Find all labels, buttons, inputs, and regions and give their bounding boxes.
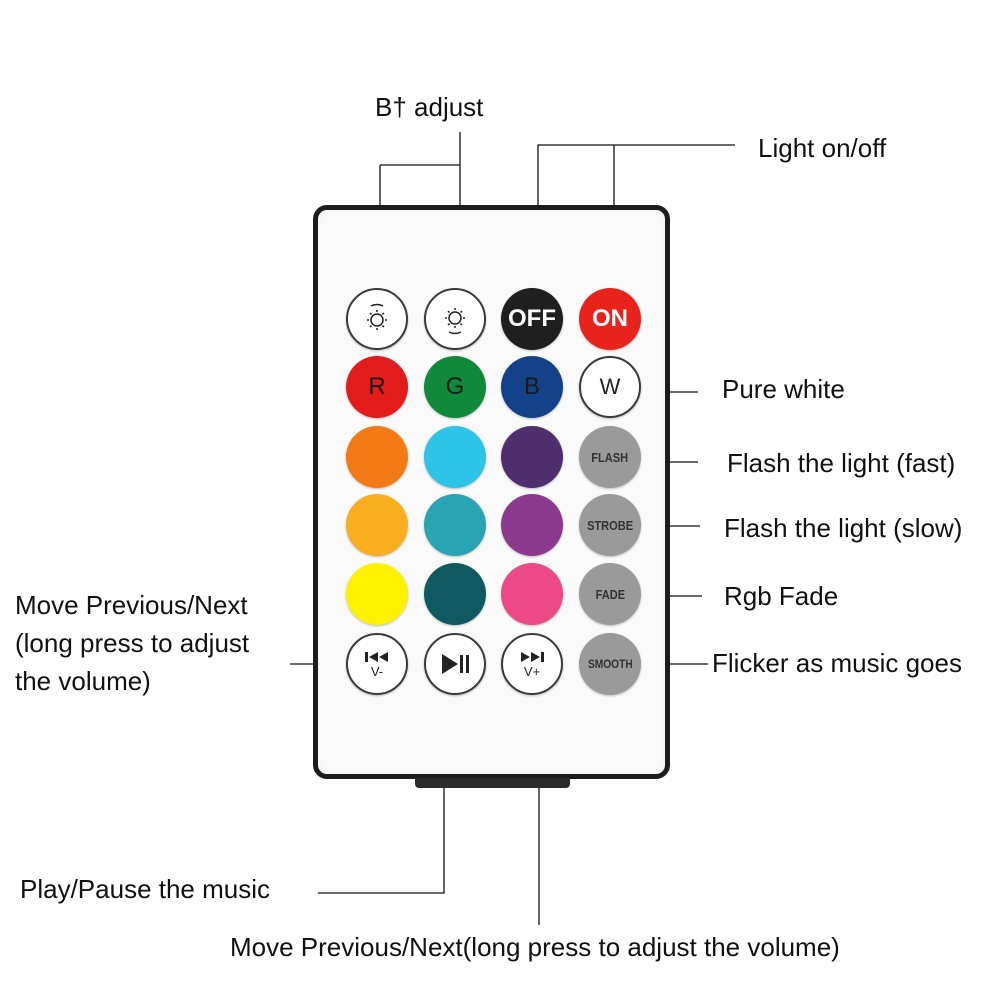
previous-track-icon [365, 652, 388, 662]
green-button-label: G [445, 373, 465, 400]
next-button[interactable]: V+ [501, 633, 563, 695]
dark-teal-button[interactable] [424, 563, 486, 625]
strobe-button-label: STROBE [586, 517, 634, 533]
red-button[interactable]: R [346, 356, 408, 418]
label-flicker-music: Flicker as music goes [712, 648, 962, 678]
next-track-icon [521, 652, 544, 662]
smooth-button-label: SMOOTH [587, 657, 633, 671]
dark-purple-button[interactable] [501, 426, 563, 488]
flash-button[interactable]: FLASH [579, 426, 641, 488]
label-flash-slow: Flash the light (slow) [724, 513, 963, 543]
label-move-prev-next-line-1: Move Previous/Next [15, 590, 248, 620]
label-play-pause: Play/Pause the music [20, 874, 271, 904]
on-button[interactable]: ON [579, 288, 641, 350]
brightness-down-button[interactable] [346, 288, 408, 350]
on-button-label: ON [592, 305, 628, 332]
strobe-button[interactable]: STROBE [579, 494, 641, 556]
label-move-prev-next-left: Move Previous/Next (long press to adjust… [15, 586, 305, 700]
brightness-up-button[interactable] [424, 288, 486, 350]
remote-clip [415, 778, 570, 788]
fade-button-label: FADE [595, 586, 625, 602]
smooth-button[interactable]: SMOOTH [579, 633, 641, 695]
red-button-label: R [368, 373, 386, 400]
label-pure-white: Pure white [722, 374, 845, 404]
amber-button[interactable] [346, 494, 408, 556]
label-light-onoff: Light on/off [758, 133, 887, 163]
label-move-prev-next-line-3: the volume) [15, 666, 151, 696]
pink-button[interactable] [501, 563, 563, 625]
purple-button[interactable] [501, 494, 563, 556]
flash-button-label: FLASH [591, 449, 629, 465]
label-flash-fast: Flash the light (fast) [727, 448, 956, 478]
label-move-prev-next-line-2: (long press to adjust [15, 628, 250, 658]
play-pause-button[interactable] [424, 633, 486, 695]
play-pause-icon [442, 654, 469, 674]
previous-button[interactable]: V- [346, 633, 408, 695]
volume-up-label: V+ [523, 664, 541, 679]
brightness-down-icon [367, 303, 387, 330]
green-button[interactable]: G [424, 356, 486, 418]
off-button[interactable]: OFF [501, 288, 563, 350]
blue-button-label: B [523, 373, 540, 400]
white-button-label: W [599, 374, 621, 399]
label-bt-adjust: B† adjust [375, 92, 484, 122]
fade-button[interactable]: FADE [579, 563, 641, 625]
off-button-label: OFF [508, 305, 556, 332]
volume-down-label: V- [370, 664, 384, 679]
brightness-up-icon [445, 308, 465, 335]
yellow-button[interactable] [346, 563, 408, 625]
teal-button[interactable] [424, 494, 486, 556]
label-move-prev-next-bottom: Move Previous/Next(long press to adjust … [230, 932, 840, 962]
label-rgb-fade: Rgb Fade [724, 581, 839, 611]
white-button[interactable]: W [579, 356, 641, 418]
cyan-button[interactable] [424, 426, 486, 488]
orange-button[interactable] [346, 426, 408, 488]
blue-button[interactable]: B [501, 356, 563, 418]
